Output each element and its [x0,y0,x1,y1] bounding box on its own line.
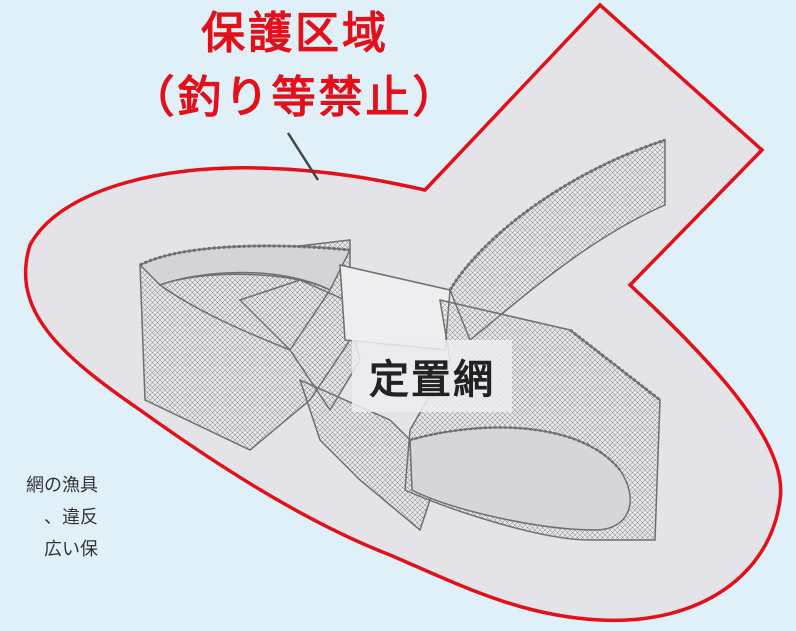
tail-funnel [298,378,441,532]
leader-net [449,138,666,342]
side-caption-line: 広い保 [44,539,98,560]
callout-pointer [286,132,320,181]
side-caption-line: 、違反 [44,507,98,528]
side-caption: 網の漁具 、違反 広い保 [0,470,98,566]
protected-zone-title: 保護区域 [201,8,389,59]
side-caption-line: 網の漁具 [26,475,98,496]
set-net-label: 定置網 [352,340,512,412]
set-net-illustration [138,138,666,541]
protected-zone-subtitle: （釣り等禁止） [130,72,460,123]
